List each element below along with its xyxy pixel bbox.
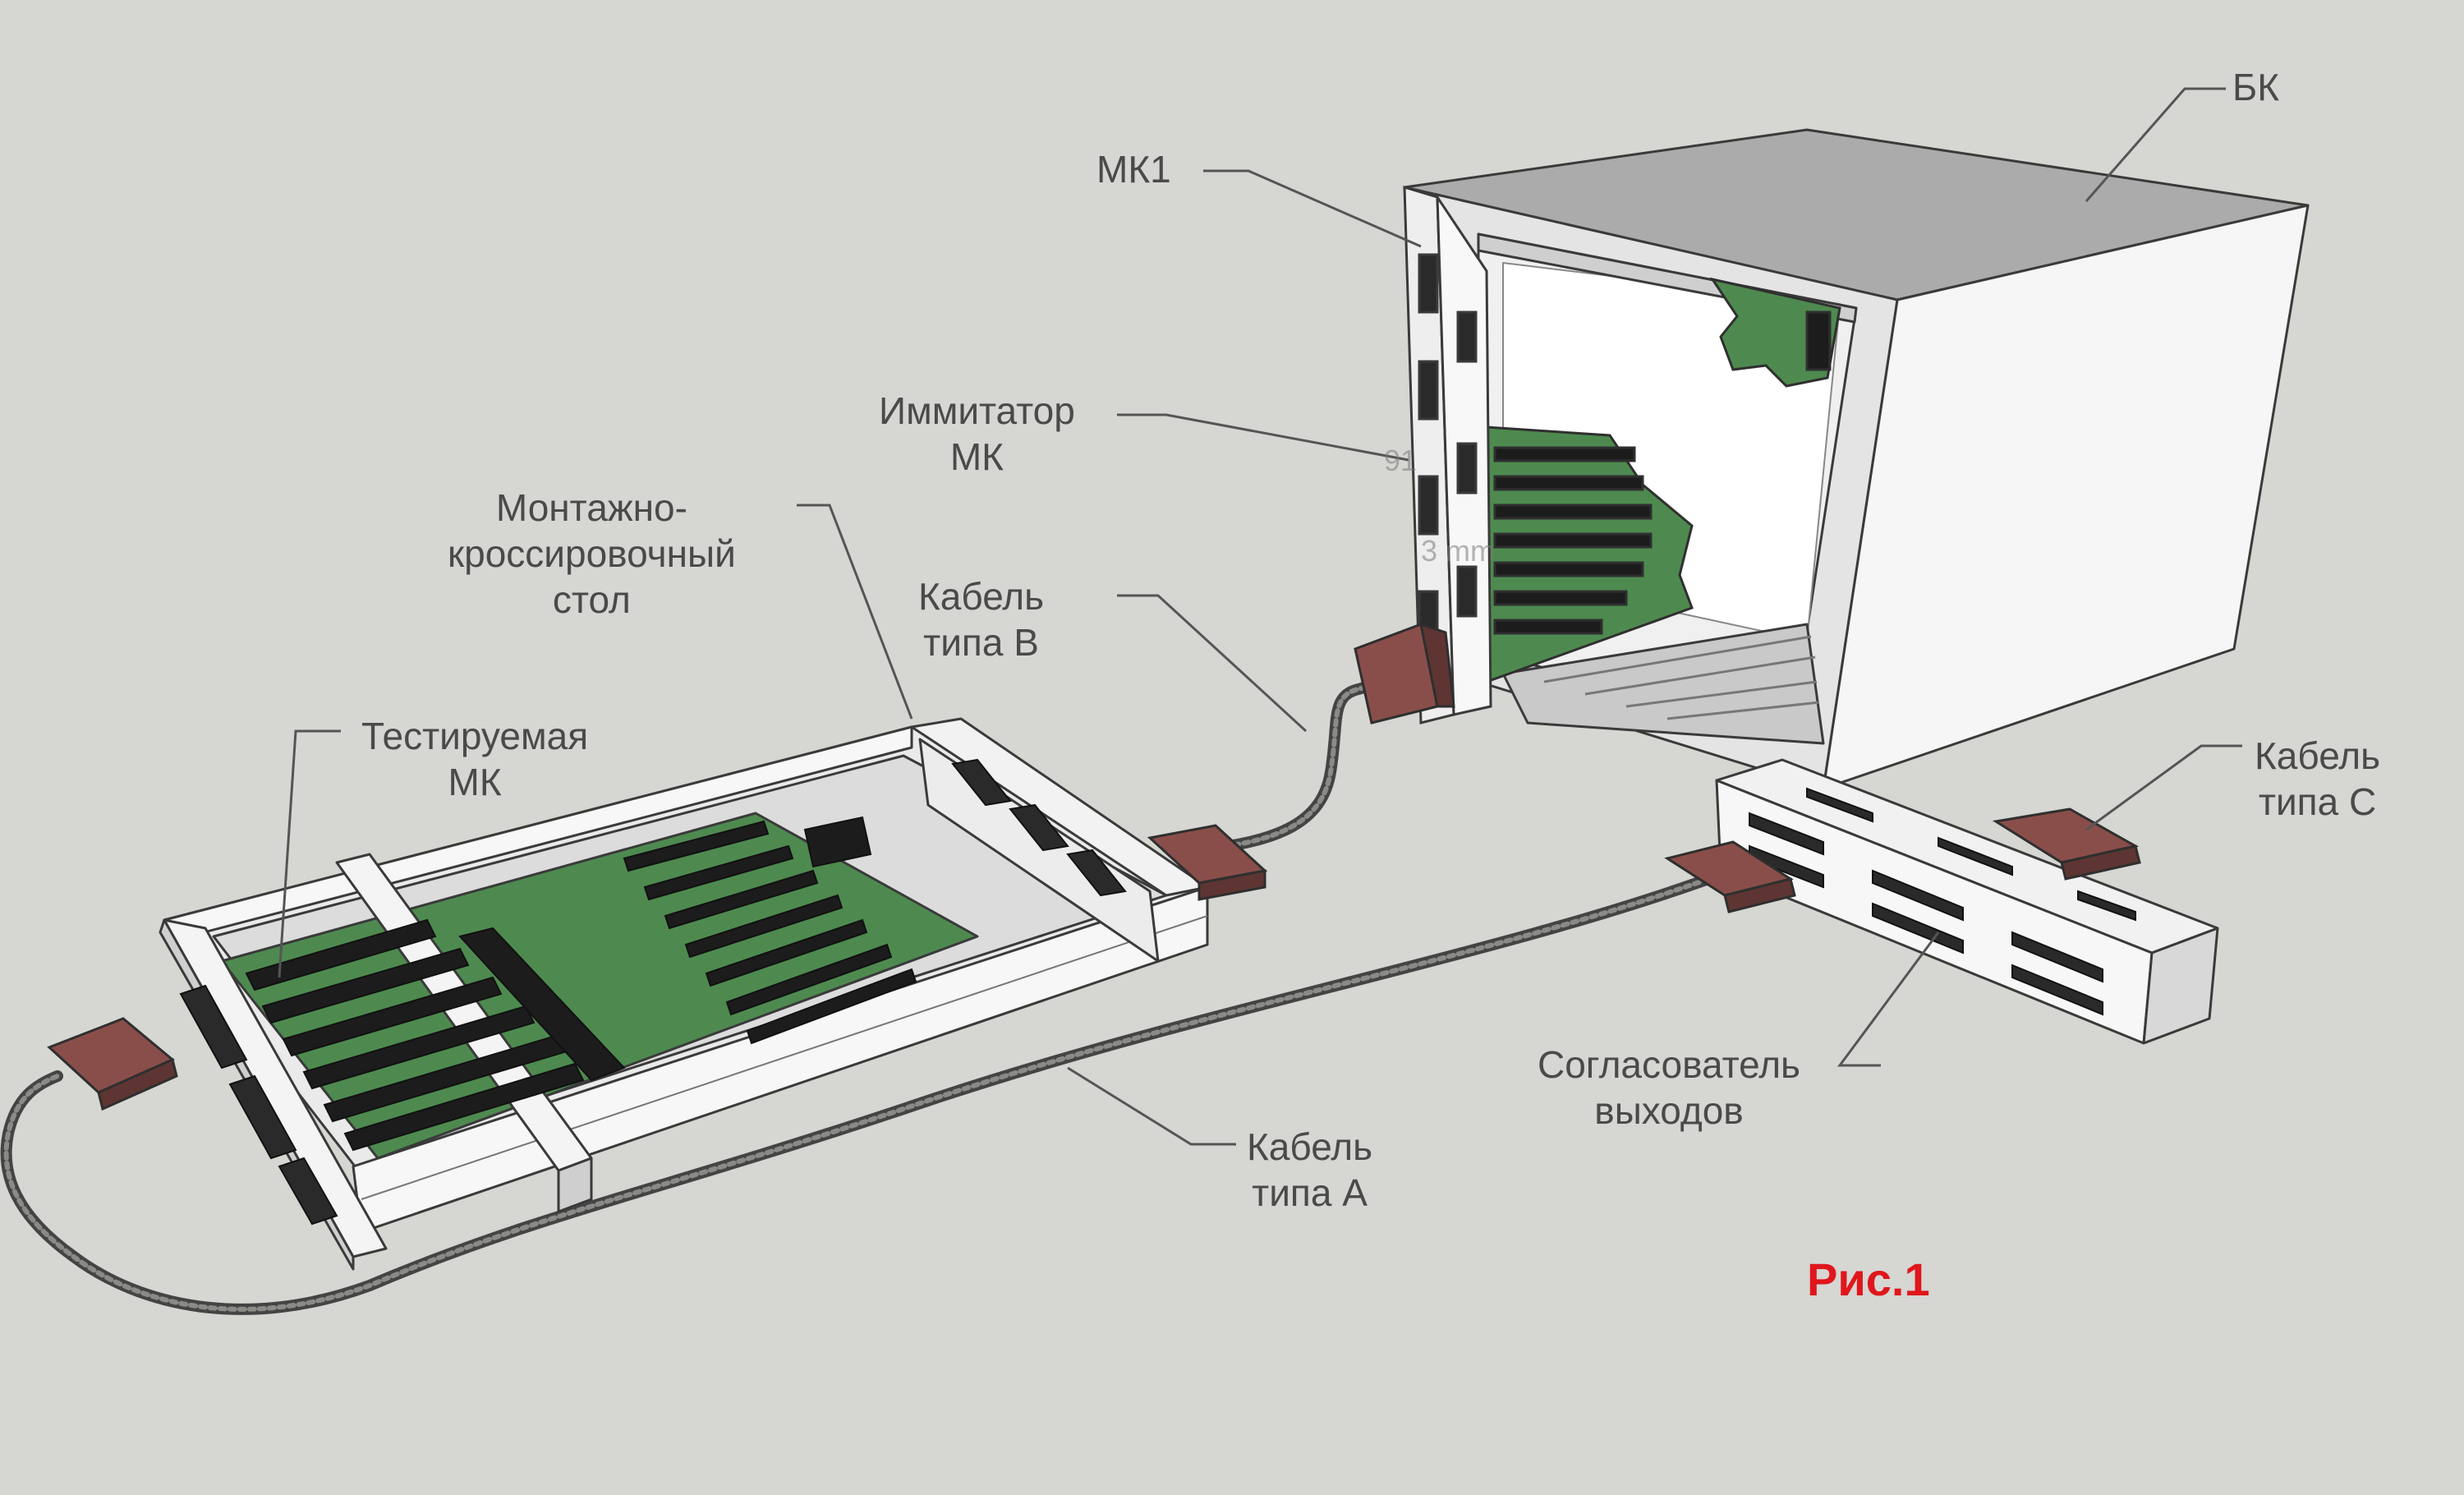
- label-tested-mk-line1: Тестируемая: [361, 715, 589, 757]
- label-mounting-table-line1: Монтажно-: [495, 486, 687, 529]
- table-left-connectors: [179, 984, 338, 1226]
- figure-caption: Рис.1: [1807, 1254, 1930, 1305]
- connector-cable-b-bottom: [1147, 824, 1268, 901]
- label-mounting-table: Монтажно- кроссировочный стол: [448, 485, 736, 623]
- connector-cable-a-left: [47, 1017, 178, 1111]
- dimension-text-1: 91: [1384, 444, 1418, 477]
- label-cable-b: Кабель типа В: [918, 573, 1044, 665]
- output-matcher: [1715, 758, 2219, 1045]
- dimension-text-2: 3 mm: [1421, 534, 1495, 568]
- label-cable-a-line2: типа А: [1252, 1171, 1368, 1214]
- label-cable-c-line1: Кабель: [2255, 734, 2381, 777]
- connector-cable-b-top: [1354, 622, 1455, 724]
- connector-cable-c: [1992, 807, 2141, 881]
- mk1-module: [1403, 185, 1492, 724]
- table-right-connectors: [951, 758, 1127, 897]
- label-mounting-table-line2: кроссировочный: [448, 532, 736, 575]
- label-output-matcher: Согласователь выходов: [1538, 1042, 1800, 1134]
- label-bk-text: БК: [2232, 66, 2279, 108]
- mounting-table-slots: [623, 816, 917, 1045]
- label-cable-c: Кабель типа С: [2255, 733, 2380, 825]
- label-output-matcher-line1: Согласователь: [1538, 1043, 1801, 1086]
- label-imitator-line2: МК: [949, 435, 1004, 478]
- label-tested-mk-line2: МК: [448, 761, 502, 803]
- label-mk1-text: МК1: [1096, 148, 1171, 191]
- bk-internal-board: [1485, 277, 1841, 684]
- label-tested-mk: Тестируемая МК: [361, 713, 588, 805]
- label-output-matcher-line2: выходов: [1594, 1089, 1744, 1132]
- connector-cable-a-right: [1664, 840, 1796, 913]
- output-matcher-ports: [1749, 787, 2136, 1016]
- label-imitator-mk: Иммитатор МК: [879, 388, 1075, 480]
- label-cable-c-line2: типа С: [2258, 780, 2377, 823]
- label-cable-a: Кабель типа А: [1247, 1124, 1372, 1216]
- label-imitator-line1: Иммитатор: [879, 389, 1075, 432]
- tested-mk-slots: [245, 918, 626, 1152]
- cable-type-a: [0, 873, 1714, 1315]
- label-bk: БК: [2232, 64, 2279, 110]
- label-cable-b-line2: типа В: [923, 621, 1039, 664]
- label-cable-a-line1: Кабель: [1247, 1125, 1373, 1168]
- label-mounting-table-line3: стол: [552, 578, 631, 621]
- label-cable-b-line1: Кабель: [918, 575, 1045, 618]
- leader-lines: [278, 87, 2242, 1146]
- label-mk1: МК1: [1096, 146, 1171, 192]
